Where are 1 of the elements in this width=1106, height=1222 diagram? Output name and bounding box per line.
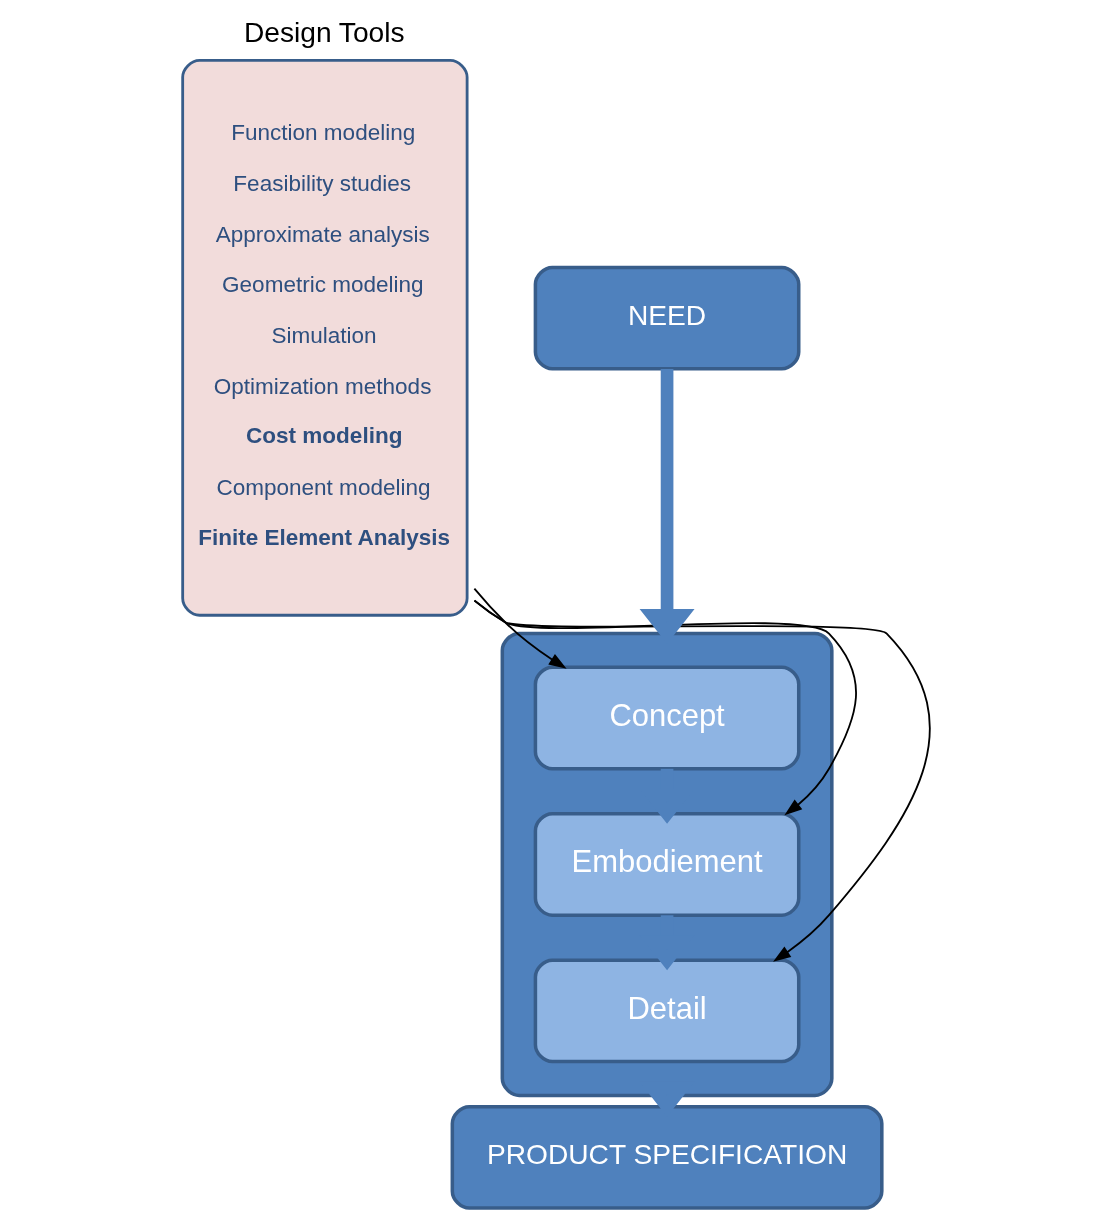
node-label: Design Tools bbox=[243, 17, 405, 49]
